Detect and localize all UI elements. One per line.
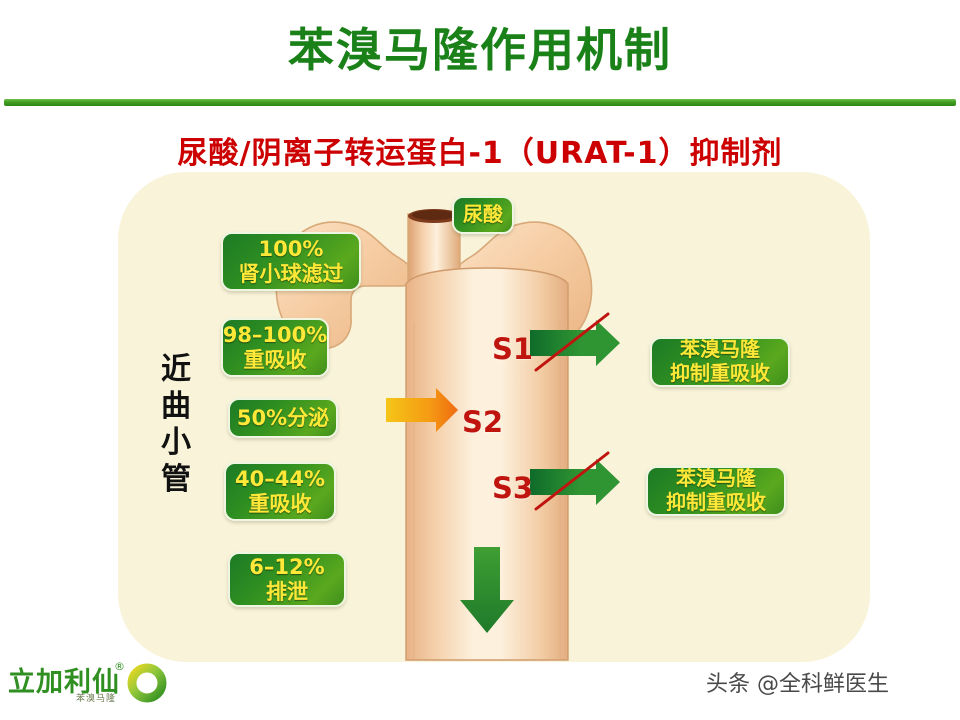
brand-name: 立加利仙 xyxy=(8,667,120,698)
filtration-text: 肾小球滤过 xyxy=(238,261,344,286)
effect-s3-action: 抑制重吸收 xyxy=(666,490,766,514)
header-divider xyxy=(4,99,956,106)
brand-generic-name: 苯溴马隆 xyxy=(76,694,117,704)
label-box-reabsorption-2: 40–44% 重吸收 xyxy=(224,462,336,521)
watermark: 头条 @全科鲜医生 xyxy=(706,672,889,697)
label-char-3: 小 xyxy=(161,425,191,461)
flow-down-arrow xyxy=(460,547,514,633)
reabsorption-1-text: 重吸收 xyxy=(243,347,307,372)
effect-box-s1: 苯溴马隆 抑制重吸收 xyxy=(650,337,790,387)
effect-box-s3: 苯溴马隆 抑制重吸收 xyxy=(646,466,786,516)
label-box-reabsorption-1: 98–100% 重吸收 xyxy=(221,318,329,377)
filtration-percent: 100% xyxy=(258,236,324,261)
s1-arrow xyxy=(530,312,620,372)
label-char-4: 管 xyxy=(161,461,191,497)
excretion-percent: 6–12% xyxy=(249,554,325,579)
s3-arrow xyxy=(530,451,620,511)
registered-mark: ® xyxy=(114,660,125,673)
reabsorption-1-percent: 98–100% xyxy=(222,322,328,347)
excretion-text: 排泄 xyxy=(266,579,308,604)
nephron-illustration xyxy=(275,209,620,661)
label-box-uric-acid: 尿酸 xyxy=(452,196,514,234)
secretion-text: 50%分泌 xyxy=(236,405,330,430)
label-box-secretion: 50%分泌 xyxy=(228,398,338,438)
brand-logo: 立加利仙 ® 苯溴马隆 xyxy=(6,658,186,716)
page-title: 苯溴马隆作用机制 xyxy=(288,23,672,77)
page-subtitle: 尿酸/阴离子转运蛋白-1（URAT-1）抑制剂 xyxy=(177,136,783,171)
uric-acid-text: 尿酸 xyxy=(463,202,503,227)
segment-label-s3: S3 xyxy=(492,471,534,505)
label-box-filtration: 100% 肾小球滤过 xyxy=(221,232,361,291)
s2-arrow xyxy=(386,388,458,432)
label-char-2: 曲 xyxy=(161,388,191,424)
reabsorption-2-text: 重吸收 xyxy=(248,491,312,516)
label-box-excretion: 6–12% 排泄 xyxy=(228,552,346,607)
reabsorption-2-percent: 40–44% xyxy=(235,466,325,491)
segment-label-s1: S1 xyxy=(492,332,534,366)
effect-s1-action: 抑制重吸收 xyxy=(670,361,770,385)
proximal-tubule-label: 近 曲 小 管 xyxy=(148,352,204,498)
effect-s1-drug: 苯溴马隆 xyxy=(680,337,760,362)
ring-logo-icon xyxy=(127,663,167,703)
label-char-1: 近 xyxy=(161,352,191,387)
segment-label-s2: S2 xyxy=(462,405,504,439)
effect-s3-drug: 苯溴马隆 xyxy=(676,466,756,491)
